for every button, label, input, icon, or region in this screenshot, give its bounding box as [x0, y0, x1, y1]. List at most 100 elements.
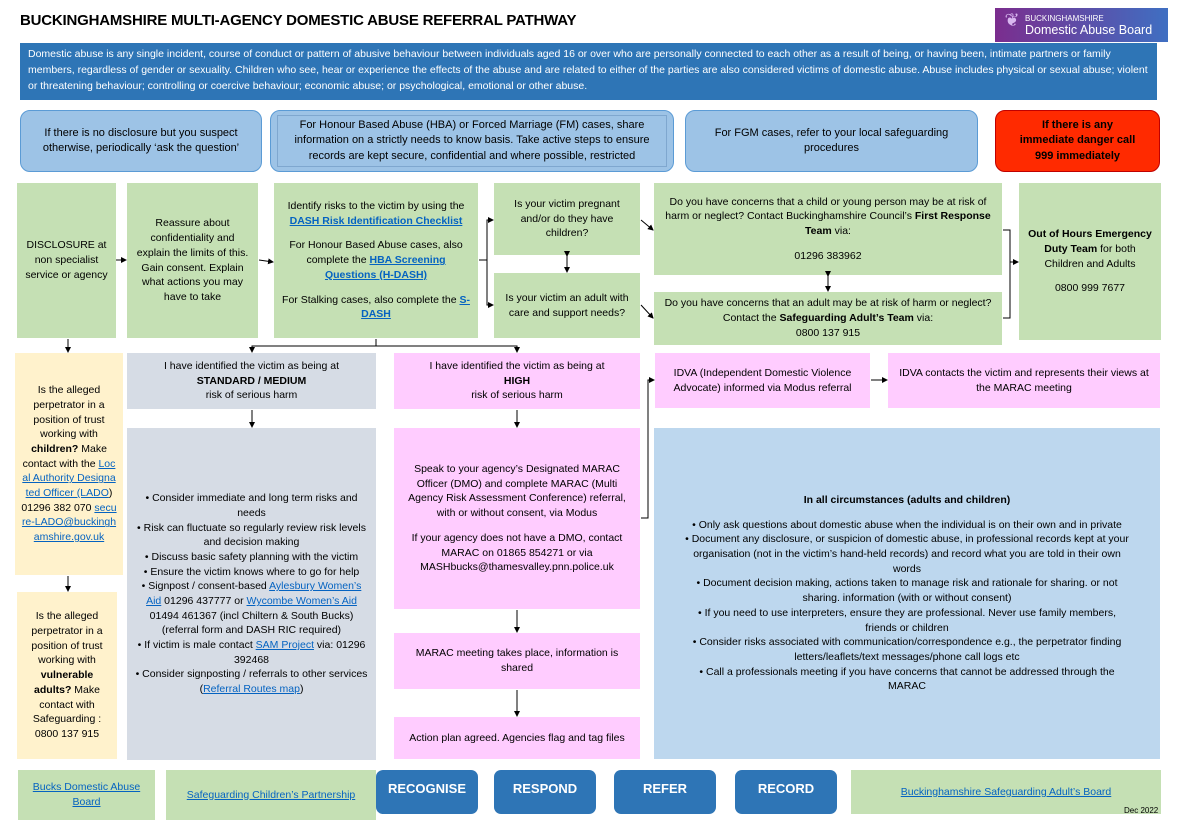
text-segment: First Response Team: [805, 210, 991, 237]
bucks-da-board-link[interactable]: Bucks Domestic Abuse Board: [18, 770, 155, 820]
list-item: Consider risks associated with communica…: [684, 635, 1130, 664]
list-item: Consider immediate and long term risks a…: [133, 491, 370, 520]
text-segment: Do you have concerns that an adult may b…: [664, 297, 992, 325]
arrow-adult-concerns: [640, 304, 654, 319]
date-label: Dec 2022: [1124, 806, 1159, 815]
text-segment: Safeguarding Adult’s Team: [779, 312, 914, 325]
marac-contact-text: If your agency does not have a DMO, cont…: [411, 531, 623, 574]
hba-box: For Honour Based Abuse (HBA) or Forced M…: [270, 110, 674, 172]
text-segment: Is the alleged perpetrator in a position…: [33, 384, 105, 441]
text-segment: Out of Hours Emergency Duty Team: [1028, 228, 1152, 255]
arrow-to-ooh: [1003, 229, 1018, 319]
dash-text: Identify risks to the victim by using th…: [280, 199, 472, 228]
text-segment: children?: [31, 442, 79, 455]
text-segment: ) 01296 382 070: [21, 487, 113, 514]
text-segment: Identify risks to the victim by using th…: [287, 200, 465, 213]
text-link[interactable]: DASH Risk Identification Checklist: [289, 214, 463, 227]
text-segment: Ensure the victim knows where to go for …: [150, 565, 360, 578]
arrow-dmo-idva: [641, 377, 655, 519]
text-segment: 01296 437777 or: [161, 595, 247, 607]
disclosure-box: DISCLOSURE at non specialist service or …: [17, 183, 116, 338]
arrow-reassure-identify: [258, 258, 274, 265]
text-link[interactable]: S-DASH: [361, 293, 470, 321]
adults-board-link[interactable]: Buckinghamshire Safeguarding Adult’s Boa…: [851, 770, 1161, 814]
children-partnership-label[interactable]: Safeguarding Children’s Partnership: [186, 788, 356, 801]
marac-meeting-box: MARAC meeting takes place, information i…: [394, 633, 640, 689]
text-segment: via:: [913, 312, 934, 325]
list-item: Ensure the victim knows where to go for …: [133, 565, 370, 580]
rich-text: Identify risks to the victim by using th…: [280, 199, 472, 228]
text-segment: Make contact with the: [22, 442, 107, 470]
reassure-box: Reassure about confidentiality and expla…: [127, 183, 258, 338]
hba-dash-text: For Honour Based Abuse cases, also compl…: [280, 238, 472, 282]
arrow-identify-adult: [486, 260, 494, 308]
standard-actions-box: Consider immediate and long term risks a…: [127, 428, 376, 760]
child-concerns-box: Do you have concerns that a child or you…: [654, 183, 1002, 275]
no-disclosure-box: If there is no disclosure but you suspec…: [20, 110, 262, 172]
list-item: If you need to use interpreters, ensure …: [684, 606, 1130, 635]
butterfly-icon: ❦: [1004, 10, 1020, 30]
recognise-button[interactable]: RECOGNISE: [376, 770, 478, 814]
text-segment: For Honour Based Abuse cases, also compl…: [289, 239, 463, 267]
vulnerable-adults-box: Is the alleged perpetrator in a position…: [17, 592, 117, 759]
logo-line1: BUCKINGHAMSHIRE: [1025, 13, 1104, 23]
list-item: Document any disclosure, or suspicion of…: [684, 532, 1130, 576]
text-link[interactable]: secure-LADO@buckinghamshire.gov.uk: [21, 501, 117, 544]
adults-board-label[interactable]: Buckinghamshire Safeguarding Adult’s Boa…: [900, 785, 1112, 798]
adult-concerns-box: Do you have concerns that an adult may b…: [654, 292, 1002, 345]
all-circumstances-box: In all circumstances (adults and childre…: [654, 428, 1160, 759]
standard-level: STANDARD / MEDIUM: [196, 374, 307, 387]
high-l3: risk of serious harm: [471, 389, 563, 402]
text-link[interactable]: Aylesbury Women’s Aid: [146, 580, 362, 607]
identify-risks-box: Identify risks to the victim by using th…: [274, 183, 478, 338]
record-button[interactable]: RECORD: [735, 770, 837, 814]
s-dash-text: For Stalking cases, also complete the S-…: [280, 293, 472, 322]
text-segment: via:: [831, 225, 851, 237]
refer-button[interactable]: REFER: [614, 770, 716, 814]
list-item: Signpost / consent-based Aylesbury Women…: [133, 579, 370, 638]
text-segment: For Stalking cases, also complete the: [282, 293, 460, 306]
text-segment: 01494 461367 (incl Chiltern & South Buck…: [149, 609, 354, 637]
list-item: Risk can fluctuate so regularly review r…: [133, 521, 370, 550]
text-segment: ): [299, 683, 304, 696]
bucks-da-board-label[interactable]: Bucks Domestic Abuse Board: [32, 781, 141, 808]
rich-text: Is the alleged perpetrator in a position…: [23, 609, 111, 741]
text-link[interactable]: SAM Project: [255, 639, 315, 652]
first-response-phone: 01296 383962: [794, 249, 862, 262]
idva-box: IDVA (Independent Domestic Violence Advo…: [655, 353, 870, 408]
list-item: Only ask questions about domestic abuse …: [684, 518, 1130, 533]
high-level: HIGH: [503, 374, 531, 387]
text-link[interactable]: Local Authority Designated Officer (LADO: [22, 457, 116, 500]
action-plan-box: Action plan agreed. Agencies flag and ta…: [394, 717, 640, 759]
respond-button[interactable]: RESPOND: [494, 770, 596, 814]
out-of-hours-box: Out of Hours Emergency Duty Team for bot…: [1019, 183, 1161, 340]
text-link[interactable]: Wycombe Women’s Aid: [246, 595, 357, 607]
lado-box: Is the alleged perpetrator in a position…: [15, 353, 123, 575]
arrow-identify-pregnant: [479, 217, 494, 261]
standard-actions-list: Consider immediate and long term risks a…: [133, 491, 370, 697]
text-segment: Consider signposting / referrals to othe…: [142, 668, 368, 696]
text-segment: vulnerable adults?: [34, 669, 94, 696]
ooh-phone: 0800 999 7677: [1054, 282, 1126, 295]
children-partnership-link[interactable]: Safeguarding Children’s Partnership: [166, 770, 376, 820]
high-l1: I have identified the victim as being at: [429, 359, 605, 372]
rich-text: Do you have concerns that a child or you…: [660, 195, 996, 239]
text-link[interactable]: HBA Screening Questions (H-DASH): [324, 254, 446, 281]
standard-l1: I have identified the victim as being at: [163, 359, 340, 372]
fgm-box: For FGM cases, refer to your local safeg…: [685, 110, 978, 172]
text-segment: Signpost / consent-based: [148, 580, 270, 593]
text-link[interactable]: Referral Routes map: [203, 683, 300, 696]
definition-banner: Domestic abuse is any single incident, c…: [20, 43, 1157, 100]
standard-l3: risk of serious harm: [205, 389, 298, 402]
text-segment: Do you have concerns that a child or you…: [665, 195, 987, 223]
pregnant-question-box: Is your victim pregnant and/or do they h…: [494, 183, 640, 255]
all-circumstances-list: Only ask questions about domestic abuse …: [684, 518, 1130, 694]
list-item: Consider signposting / referrals to othe…: [133, 667, 370, 696]
text-segment: Discuss basic safety planning with the v…: [151, 550, 359, 563]
list-item: Discuss basic safety planning with the v…: [133, 550, 370, 565]
text-segment: Consider immediate and long term risks a…: [152, 492, 358, 519]
hba-text: For Honour Based Abuse (HBA) or Forced M…: [277, 114, 667, 168]
rich-text: Out of Hours Emergency Duty Team for bot…: [1025, 227, 1155, 271]
danger-box: If there is any immediate danger call 99…: [995, 110, 1160, 172]
